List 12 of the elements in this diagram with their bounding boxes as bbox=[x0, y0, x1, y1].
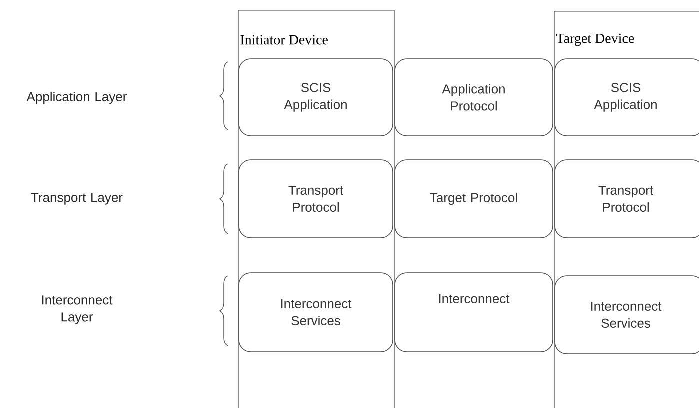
layer-box: Target Protocol bbox=[394, 160, 554, 238]
layer-label: Application Layer bbox=[26, 92, 127, 104]
layer-box: SCIS Application bbox=[238, 58, 394, 136]
layer-box: Interconnect bbox=[394, 272, 554, 352]
layer-box: SCIS Application bbox=[554, 58, 699, 136]
layer-box: Interconnect Services bbox=[238, 272, 394, 352]
layer-box: Transport Protocol bbox=[238, 160, 394, 238]
layer-label: Transport Layer bbox=[31, 193, 123, 205]
layer-box: Transport Protocol bbox=[554, 160, 699, 238]
layer-box: Application Protocol bbox=[394, 58, 554, 136]
layer-box: Interconnect Services bbox=[554, 276, 699, 354]
layer-label: Interconnect Layer bbox=[42, 296, 113, 324]
